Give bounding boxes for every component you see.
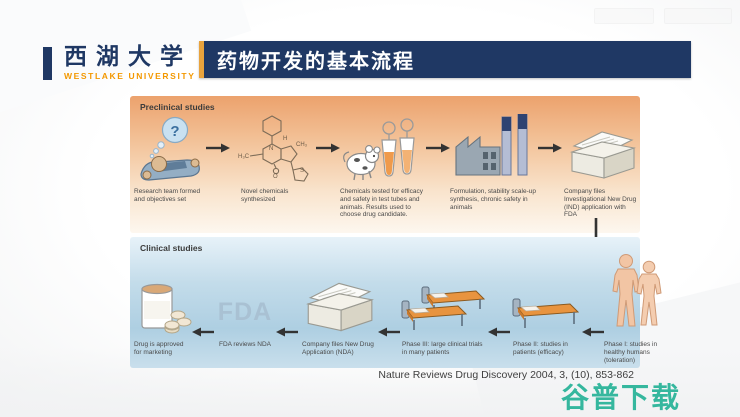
- step-phase-3: Phase III: large clinical trials in many…: [400, 255, 488, 365]
- preclinical-panel: Preclinical studies ?: [130, 96, 640, 233]
- step-nda-filing: Company files New Drug Application (NDA): [298, 255, 378, 365]
- hospital-beds-two-icon: [400, 255, 488, 337]
- svg-text:N: N: [269, 146, 273, 152]
- flow-arrow-right-icon: [538, 112, 562, 184]
- clinical-label: Clinical studies: [140, 243, 203, 253]
- slide-title: 药物开发的基本流程: [217, 51, 415, 73]
- step-caption: Phase III: large clinical trials in many…: [402, 341, 483, 356]
- step-novel-chemicals: H₃C N H CH₃ O S Novel chemicals synthesi…: [230, 112, 316, 230]
- svg-text:O: O: [273, 174, 278, 180]
- svg-text:H: H: [283, 136, 287, 142]
- svg-text:CH₃: CH₃: [296, 142, 308, 148]
- step-caption: Phase II: studies in patients (efficacy): [513, 341, 568, 356]
- step-phase-1: Phase I: studies in healthy humans (tole…: [604, 254, 668, 365]
- step-caption: Company files New Drug Application (NDA): [302, 341, 374, 356]
- bottom-right-watermark-text: 谷普下载: [561, 382, 682, 413]
- step-caption: Company files Investigational New Drug (…: [564, 188, 637, 219]
- flow-arrow-left-icon: [378, 255, 400, 351]
- logo-chinese-text: 西湖大学: [64, 43, 192, 70]
- top-right-watermark: [594, 8, 732, 24]
- slide-title-banner: 药物开发的基本流程: [199, 41, 691, 78]
- healthy-humans-icon: [606, 254, 666, 337]
- step-ind-filing: Company files Investigational New Drug (…: [562, 112, 640, 230]
- step-phase-2: Phase II: studies in patients (efficacy): [510, 255, 582, 365]
- factory-icon: [450, 112, 538, 184]
- westlake-university-logo: 西湖大学 WESTLAKE UNIVERSITY: [64, 43, 196, 82]
- watermark-logo-block: [594, 8, 654, 24]
- step-caption: Novel chemicals synthesized: [241, 188, 289, 203]
- logo-english-text: WESTLAKE UNIVERSITY: [64, 71, 196, 82]
- flow-arrow-right-icon: [206, 112, 230, 184]
- pill-bottle-icon: [134, 255, 192, 337]
- drug-development-figure: Preclinical studies ?: [130, 96, 662, 368]
- researcher-icon: ?: [135, 112, 205, 184]
- svg-text:H₃C: H₃C: [238, 154, 250, 160]
- flow-arrow-left-icon: [488, 255, 510, 351]
- mouse-test-tubes-icon: [341, 112, 425, 184]
- step-caption: Chemicals tested for efficacy and safety…: [340, 188, 423, 219]
- step-caption: FDA reviews NDA: [218, 341, 271, 348]
- step-chemicals-tested: Chemicals tested for efficacy and safety…: [340, 112, 426, 230]
- step-caption: Phase I: studies in healthy humans (tole…: [604, 341, 658, 364]
- step-drug-approved: Drug is approved for marketing: [134, 255, 192, 365]
- flow-arrow-left-icon: [192, 255, 214, 351]
- flow-arrow-right-icon: [316, 112, 340, 184]
- preclinical-label: Preclinical studies: [140, 102, 215, 112]
- figure-citation: Nature Reviews Drug Discovery 2004, 3, (…: [378, 369, 634, 381]
- flow-arrow-left-icon: [276, 255, 298, 351]
- preclinical-row: ? Research team formed and objectives se…: [134, 112, 636, 230]
- svg-text:S: S: [300, 168, 304, 174]
- step-research-team: ? Research team formed and objectives se…: [134, 112, 206, 230]
- fda-big-text: FDA: [217, 298, 273, 326]
- step-caption: Research team formed and objectives set: [134, 188, 201, 203]
- clinical-row: Drug is approved for marketing FDA FDA r…: [134, 254, 662, 365]
- svg-text:?: ?: [170, 123, 179, 140]
- chemical-structure-icon: H₃C N H CH₃ O S: [230, 112, 316, 184]
- header-navy-tick: [43, 47, 52, 80]
- flow-arrow-right-icon: [426, 112, 450, 184]
- step-caption: Drug is approved for marketing: [134, 341, 184, 356]
- clinical-panel: Clinical studies Dru: [130, 237, 662, 368]
- flow-arrow-left-icon: [582, 255, 604, 351]
- step-caption: Formulation, stability scale-up synthesi…: [450, 188, 536, 211]
- step-fda-review: FDA FDA reviews NDA: [214, 255, 276, 365]
- file-box-icon: [298, 255, 378, 337]
- hospital-bed-icon: [510, 255, 582, 337]
- step-formulation: Formulation, stability scale-up synthesi…: [450, 112, 538, 230]
- file-box-icon: [562, 112, 640, 184]
- watermark-logo-block: [664, 8, 732, 24]
